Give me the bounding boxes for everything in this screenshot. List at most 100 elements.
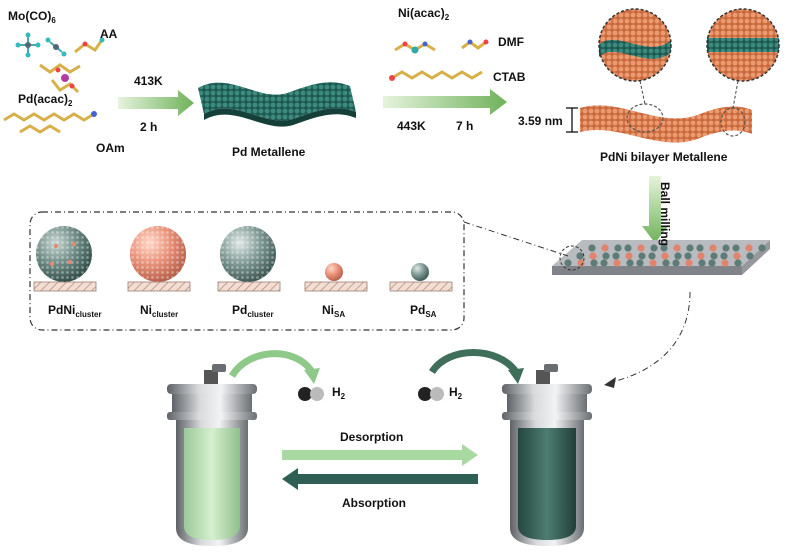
pd-cluster-sub: cluster [247,310,274,319]
label-oam: OAm [96,141,125,155]
plate-ball [674,252,682,260]
label-mo-co6: Mo(CO)6 [8,10,56,25]
h2-molecule-left [298,387,324,401]
ni-cluster-name: Ni [140,303,152,317]
species-ni-cluster [127,226,191,292]
pdni-cluster-sub: cluster [75,310,102,319]
plate-ball [660,244,668,252]
species-pdni-cluster [33,226,97,292]
thickness-indicator [566,107,578,133]
ni-sa-name: Ni [322,303,334,317]
label-desorption: Desorption [340,430,404,444]
plate-ball [697,252,705,260]
mo-co6-sub: 6 [51,16,56,25]
pd-acac2-molecule [39,63,81,94]
plate-ball [636,259,644,267]
mo-co6-molecule [15,32,67,58]
h2-release-arrowhead [304,368,320,384]
plate-ball [685,259,693,267]
pd-cluster-name: Pd [232,303,248,317]
ctab-molecule [389,70,483,81]
plate-ball [708,259,716,267]
label-h2-right: H2 [449,386,462,401]
label-dmf: DMF [498,35,524,49]
label-absorption: Absorption [342,496,406,510]
step1-temperature: 413K [134,74,163,88]
plate-ball [758,244,766,252]
plate-ball [590,259,598,267]
label-thickness: 3.59 nm [518,114,563,128]
plate-ball [721,259,729,267]
plate-ball [722,244,730,252]
plate-ball [732,244,740,252]
plate-ball [662,259,670,267]
plate-ball [613,259,621,267]
label-ni-acac2: Ni(acac)2 [398,7,449,22]
plate-ball [626,259,634,267]
pd-acac2-main: Pd(acac) [18,92,69,106]
plate-ball [602,252,610,260]
plate-ball [600,259,608,267]
label-pd-acac2: Pd(acac)2 [18,93,72,108]
ni-sa-sub: SA [334,310,346,319]
plate-ball [637,244,645,252]
label-pd-sa: PdSA [410,304,436,319]
plate-ball [661,252,669,260]
plate-ball [709,244,717,252]
label-h2-left: H2 [332,386,345,401]
species-ni-sa [304,263,368,292]
label-ball-milling: Ball milling [658,182,672,247]
plate-ball [576,252,584,260]
plate-ball [733,252,741,260]
pd-acac2-sub: 2 [68,99,73,108]
plate-ball [673,244,681,252]
label-aa: AA [100,27,118,41]
label-pdni-cluster: PdNicluster [48,304,102,319]
label-pd-metallene: Pd Metallene [232,145,306,159]
aa-molecule [74,37,105,54]
mo-co6-main: Mo(CO) [8,9,52,23]
plate-ball [638,252,646,260]
label-pd-cluster: Pdcluster [232,304,274,319]
ni-cluster-sub: cluster [152,310,179,319]
ni-acac2-sub: 2 [444,13,450,22]
tank-desorbed [167,364,257,546]
h2-uptake-arrowhead [508,368,524,384]
plate-to-tank-arrowhead [604,377,616,388]
plate-ball [672,259,680,267]
plate-ball [696,244,704,252]
h2-left-sub: 2 [340,392,346,401]
plate-ball [577,259,585,267]
plate-ball [564,259,572,267]
plate-to-tank-arrow [611,291,691,383]
plate-ball [710,252,718,260]
h2-release-arrow [228,350,315,378]
plate-ball [686,244,694,252]
plate-ball [746,252,754,260]
h2-uptake-arrow [429,349,519,375]
pd-sa-sub: SA [425,310,437,319]
plate-ball [648,252,656,260]
desorption-arrow [282,444,478,466]
plate-ball [734,259,742,267]
label-pdni-bilayer: PdNi bilayer Metallene [600,150,728,164]
plate-ball [601,244,609,252]
step2-temperature: 443K [397,119,426,133]
plate-ball [614,244,622,252]
species-pd-sa [389,263,453,292]
plate-ball [698,259,706,267]
tank-absorbed [502,364,592,546]
plate-ball [650,244,658,252]
plate-ball [589,252,597,260]
step2-arrow [383,89,507,115]
oam-molecule [3,111,97,134]
plate-ball [624,244,632,252]
species-inset-box [29,211,465,331]
plate-ball [720,252,728,260]
plate-zoom-circle [559,245,585,271]
plate-ball [588,244,596,252]
plate-ball [625,252,633,260]
zoom-circle-right [706,8,780,109]
absorption-arrow [282,468,478,490]
